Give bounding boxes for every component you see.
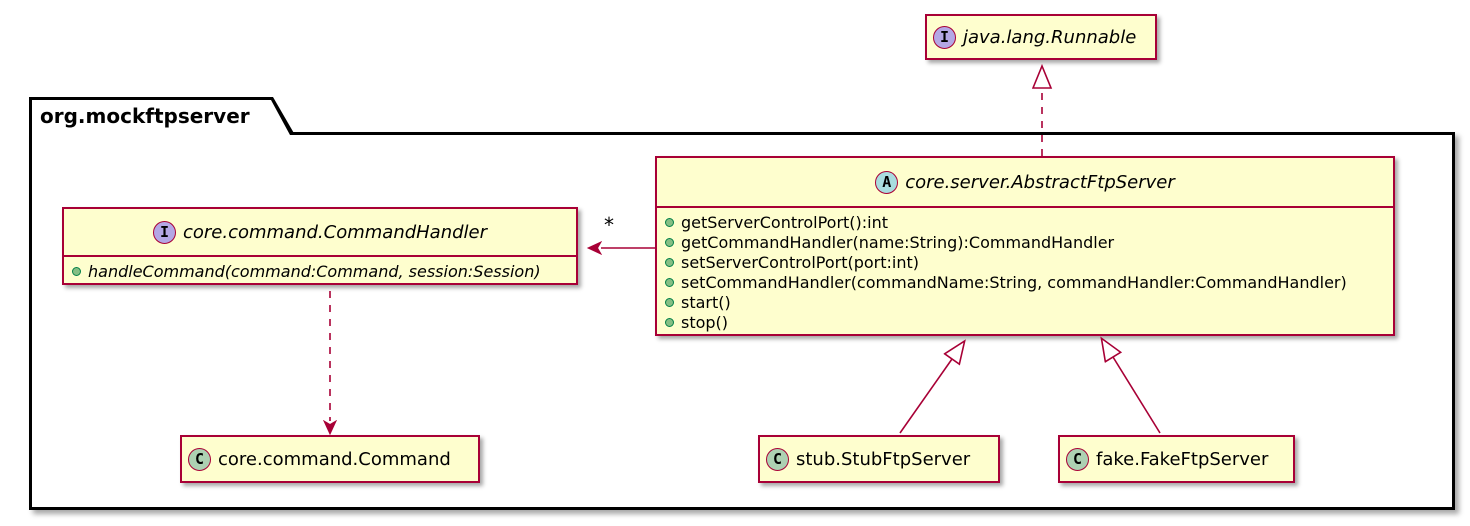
package-label: org.mockftpserver [40, 104, 250, 128]
class-box-runnable: I java.lang.Runnable [925, 14, 1157, 60]
method-item: start() [665, 292, 1385, 312]
class-box-fake-ftp-server: C fake.FakeFtpServer [1058, 435, 1295, 483]
method-item: setCommandHandler(commandName:String, co… [665, 272, 1385, 292]
method-item: setServerControlPort(port:int) [665, 252, 1385, 272]
public-method-icon [665, 257, 674, 267]
interface-icon: I [933, 25, 956, 49]
package-tab-fill [32, 100, 290, 135]
class-name: core.command.CommandHandler [182, 221, 488, 243]
class-name: core.command.Command [218, 448, 451, 470]
class-icon: C [188, 447, 211, 471]
class-box-stub-ftp-server: C stub.StubFtpServer [758, 435, 1000, 483]
class-icon: C [766, 447, 789, 471]
class-name: core.server.AbstractFtpServer [905, 171, 1175, 193]
method-item: stop() [665, 312, 1385, 332]
abstract-class-icon: A [875, 170, 899, 194]
class-name: stub.StubFtpServer [796, 448, 971, 470]
multiplicity-label: * [604, 213, 614, 237]
public-method-icon [665, 237, 674, 247]
method-item: getServerControlPort():int [665, 212, 1385, 232]
class-box-abstract-ftp-server: A core.server.AbstractFtpServer getServe… [655, 156, 1395, 336]
class-box-command: C core.command.Command [180, 435, 480, 483]
class-name: java.lang.Runnable [963, 26, 1137, 48]
public-method-icon [665, 277, 674, 287]
method-item: getCommandHandler(name:String):CommandHa… [665, 232, 1385, 252]
public-method-icon [72, 266, 81, 276]
public-method-icon [665, 217, 674, 227]
class-box-command-handler: I core.command.CommandHandler handleComm… [62, 207, 578, 285]
public-method-icon [665, 317, 674, 327]
method-list: getServerControlPort():int getCommandHan… [657, 206, 1393, 334]
class-icon: C [1066, 447, 1089, 471]
public-method-icon [665, 297, 674, 307]
method-list: handleCommand(command:Command, session:S… [64, 255, 576, 283]
class-name: fake.FakeFtpServer [1096, 448, 1269, 470]
interface-icon: I [152, 220, 176, 244]
method-item: handleCommand(command:Command, session:S… [72, 261, 568, 281]
